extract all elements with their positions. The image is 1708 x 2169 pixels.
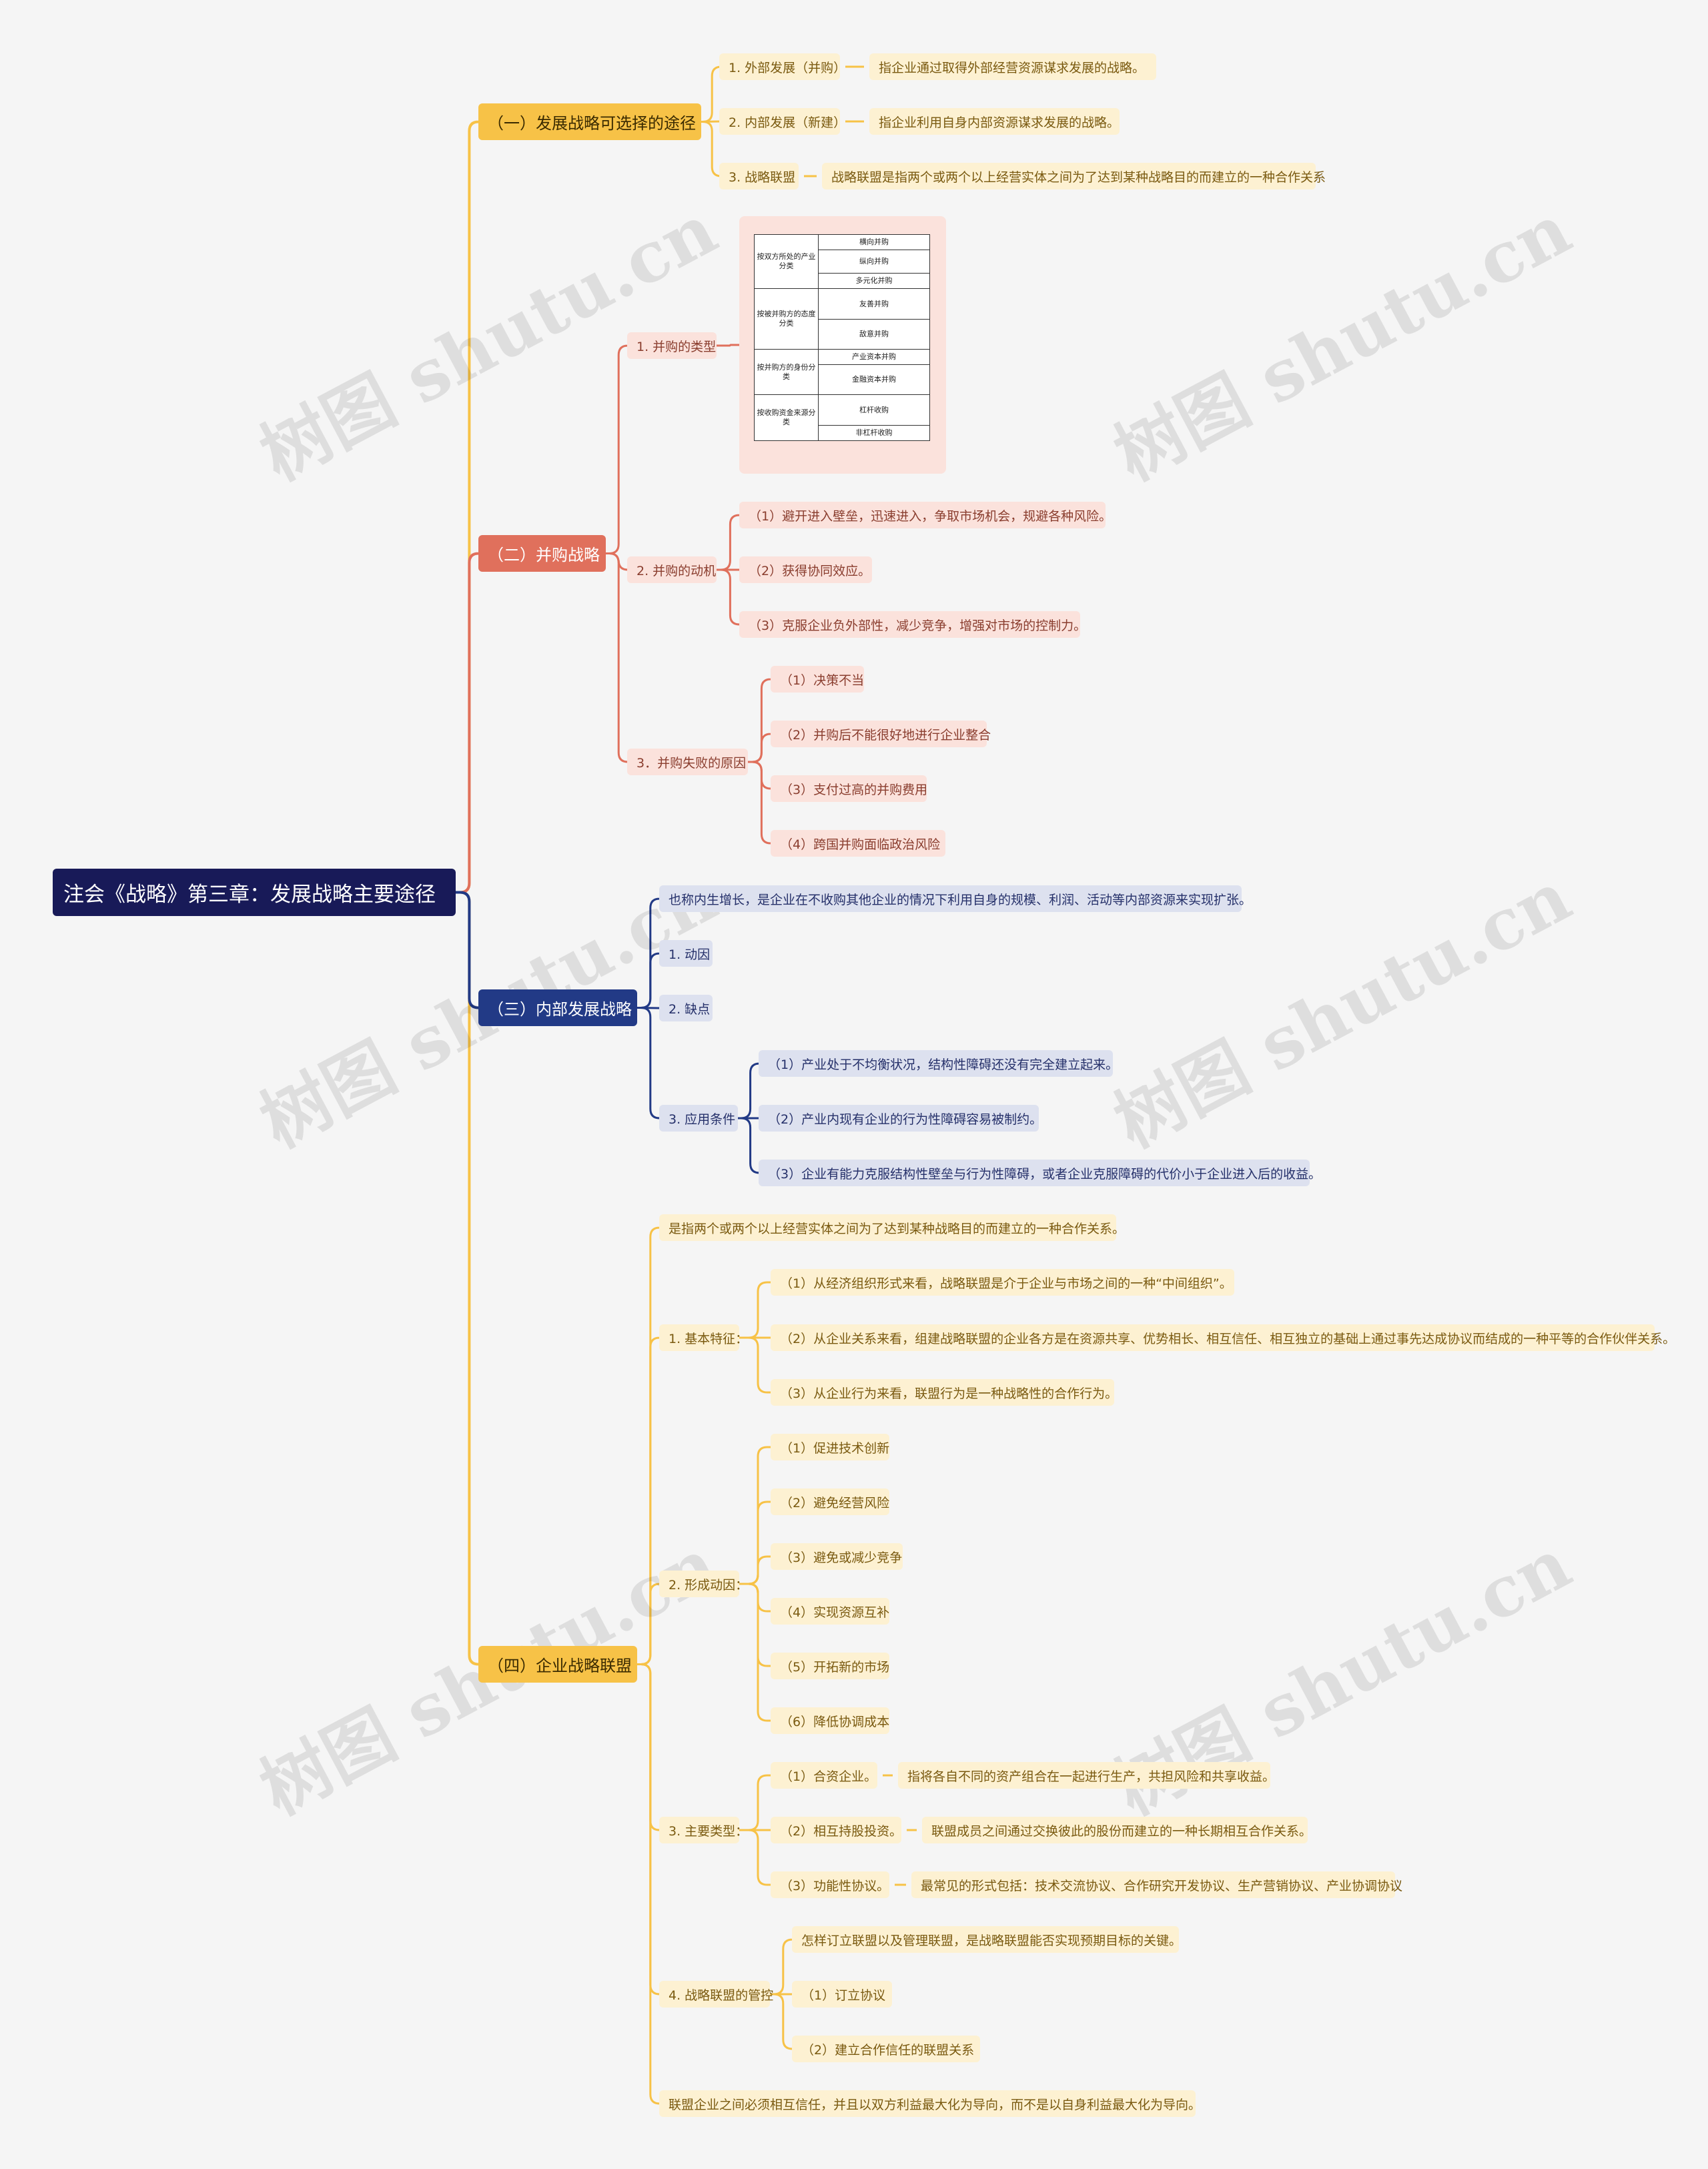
connector <box>770 1993 793 2050</box>
connector <box>637 1663 660 2105</box>
internal-development-definition: 也称内生增长，是企业在不收购其他企业的情况下利用自身的规模、利润、活动等内部资源… <box>659 885 1252 912</box>
branch-internal-development[interactable]: （三）内部发展战略 <box>478 989 637 1026</box>
node-application-conditions[interactable]: 3. 应用条件 <box>659 1105 738 1132</box>
connector <box>717 344 739 347</box>
condition-item: （2）产业内现有企业的行为性障碍容易被制约。 <box>759 1105 1042 1132</box>
merger-type-category: 按被并购方的态度分类 <box>754 288 819 350</box>
node-strategic-alliance[interactable]: 3. 战略联盟 <box>719 163 799 189</box>
condition-item: （3）企业有能力克服结构性壁垒与行为性障碍，或者企业克服障碍的代价小于企业进入后… <box>759 1160 1321 1186</box>
control-item: （2）建立合作信任的联盟关系 <box>792 2036 980 2062</box>
merger-type-item: 杠杆收购 <box>818 394 930 426</box>
node-basic-features[interactable]: 1. 基本特征： <box>659 1324 748 1351</box>
merger-type-item: 非杠杆收购 <box>818 425 930 441</box>
desc-external-development: 指企业通过取得外部经营资源谋求发展的战略。 <box>869 53 1156 80</box>
feature-item: （1）从经济组织形式来看，战略联盟是介于企业与市场之间的一种“中间组织”。 <box>771 1269 1234 1296</box>
motive-item: （1）避开进入壁垒，迅速进入，争取市场机会，规避各种风险。 <box>739 502 1112 528</box>
node-alliance-control[interactable]: 4. 战略联盟的管控 <box>659 1981 773 2008</box>
connector <box>748 761 771 845</box>
failure-item: （3）支付过高的并购费用 <box>771 775 927 802</box>
branch-strategic-alliance[interactable]: （四）企业战略联盟 <box>478 1646 637 1683</box>
connector <box>637 1007 660 1120</box>
node-internal-development[interactable]: 2. 内部发展（新建） <box>719 108 846 135</box>
branch-development-paths[interactable]: （一）发展战略可选择的途径 <box>478 103 701 140</box>
desc-strategic-alliance: 战略联盟是指两个或两个以上经营实体之间为了达到某种战略目的而建立的一种合作关系 <box>822 163 1326 189</box>
root-topic[interactable]: 注会《战略》第三章：发展战略主要途径 <box>53 869 456 916</box>
connector <box>738 1062 760 1120</box>
desc-cross-shareholding: 联盟成员之间通过交换彼此的股份而建立的一种长期相互合作关系。 <box>922 1817 1312 1843</box>
connector <box>637 1336 660 1665</box>
reason-item: （4）实现资源互补 <box>771 1598 889 1625</box>
node-internal-cons[interactable]: 2. 缺点 <box>659 995 713 1021</box>
type-functional-agreement[interactable]: （3）功能性协议。 <box>771 1871 889 1898</box>
failure-item: （4）跨国并购面临政治风险 <box>771 830 945 857</box>
node-merger-types[interactable]: 1. 并购的类型 <box>627 332 717 359</box>
connector <box>606 344 628 554</box>
merger-type-item: 横向并购 <box>818 234 930 250</box>
desc-joint-venture: 指将各自不同的资产组合在一起进行生产，共担风险和共享收益。 <box>898 1762 1275 1789</box>
connector <box>637 1226 660 1665</box>
motive-item: （2）获得协同效应。 <box>739 556 872 583</box>
type-cross-shareholding[interactable]: （2）相互持股投资。 <box>771 1817 902 1843</box>
connector <box>739 1829 771 1886</box>
failure-item: （1）决策不当 <box>771 666 864 693</box>
condition-item: （1）产业处于不均衡状况，结构性障碍还没有完全建立起来。 <box>759 1050 1118 1077</box>
node-external-development[interactable]: 1. 外部发展（并购） <box>719 53 846 80</box>
connector <box>739 1336 771 1394</box>
alliance-definition: 是指两个或两个以上经营实体之间为了达到某种战略目的而建立的一种合作关系。 <box>659 1214 1125 1241</box>
connector <box>739 1446 771 1585</box>
connector <box>739 1583 771 1667</box>
merger-type-category: 按收购资金来源分类 <box>754 394 819 441</box>
connector <box>637 1583 660 1665</box>
reason-item: （6）降低协调成本 <box>771 1707 889 1734</box>
desc-internal-development: 指企业利用自身内部资源谋求发展的战略。 <box>869 108 1120 135</box>
reason-item: （5）开拓新的市场 <box>771 1653 889 1679</box>
connector <box>748 733 771 763</box>
reason-item: （1）促进技术创新 <box>771 1434 889 1460</box>
connector <box>606 552 628 763</box>
node-main-types[interactable]: 3. 主要类型： <box>659 1817 748 1843</box>
connector <box>637 952 660 1009</box>
feature-item: （3）从企业行为来看，联盟行为是一种战略性的合作行为。 <box>771 1379 1118 1406</box>
branch-merger-strategy[interactable]: （二）并购战略 <box>478 535 606 572</box>
connector <box>456 891 479 1009</box>
node-internal-motive[interactable]: 1. 动因 <box>659 940 713 967</box>
merger-type-category: 按并购方的身份分类 <box>754 349 819 395</box>
feature-item: （2）从企业关系来看，组建战略联盟的企业各方是在资源共享、优势相长、相互信任、相… <box>771 1324 1675 1351</box>
merger-type-item: 友善并购 <box>818 288 930 320</box>
connector <box>739 1500 771 1585</box>
reason-item: （2）避免经营风险 <box>771 1488 889 1515</box>
merger-types-table: 按双方所处的产业分类横向并购纵向并购多元化并购按被并购方的态度分类友善并购敌意并… <box>754 234 930 441</box>
node-formation-reasons[interactable]: 2. 形成动因： <box>659 1571 748 1597</box>
failure-item: （2）并购后不能很好地进行企业整合 <box>771 721 991 747</box>
desc-functional-agreement: 最常见的形式包括：技术交流协议、合作研究开发协议、生产营销协议、产业协调协议 <box>911 1871 1402 1898</box>
motive-item: （3）克服企业负外部性，减少竞争，增强对市场的控制力。 <box>739 611 1086 638</box>
control-item: 怎样订立联盟以及管理联盟，是战略联盟能否实现预期目标的关键。 <box>792 1926 1182 1953</box>
connector <box>701 121 722 177</box>
node-merger-failure-reasons[interactable]: 3．并购失败的原因 <box>627 749 748 775</box>
merger-type-item: 纵向并购 <box>818 250 930 274</box>
alliance-trust-note: 联盟企业之间必须相互信任，并且以双方利益最大化为导向，而不是以自身利益最大化为导… <box>659 2090 1201 2117</box>
connector <box>739 1583 771 1722</box>
connector <box>738 1117 760 1174</box>
connector <box>717 514 740 571</box>
merger-type-item: 敌意并购 <box>818 319 930 350</box>
merger-type-category: 按双方所处的产业分类 <box>754 234 819 289</box>
control-item: （1）订立协议 <box>792 1981 892 2008</box>
connector <box>701 65 722 123</box>
connector <box>748 678 771 763</box>
merger-type-item: 产业资本并购 <box>818 349 930 365</box>
reason-item: （3）避免或减少竞争 <box>771 1543 903 1570</box>
connector <box>456 120 479 894</box>
node-merger-motives[interactable]: 2. 并购的动机 <box>627 556 717 583</box>
merger-type-item: 多元化并购 <box>818 273 930 289</box>
connector <box>456 552 479 894</box>
merger-type-item: 金融资本并购 <box>818 364 930 395</box>
type-joint-venture[interactable]: （1）合资企业。 <box>771 1762 877 1789</box>
connector <box>637 1663 660 1831</box>
connector <box>717 568 740 626</box>
